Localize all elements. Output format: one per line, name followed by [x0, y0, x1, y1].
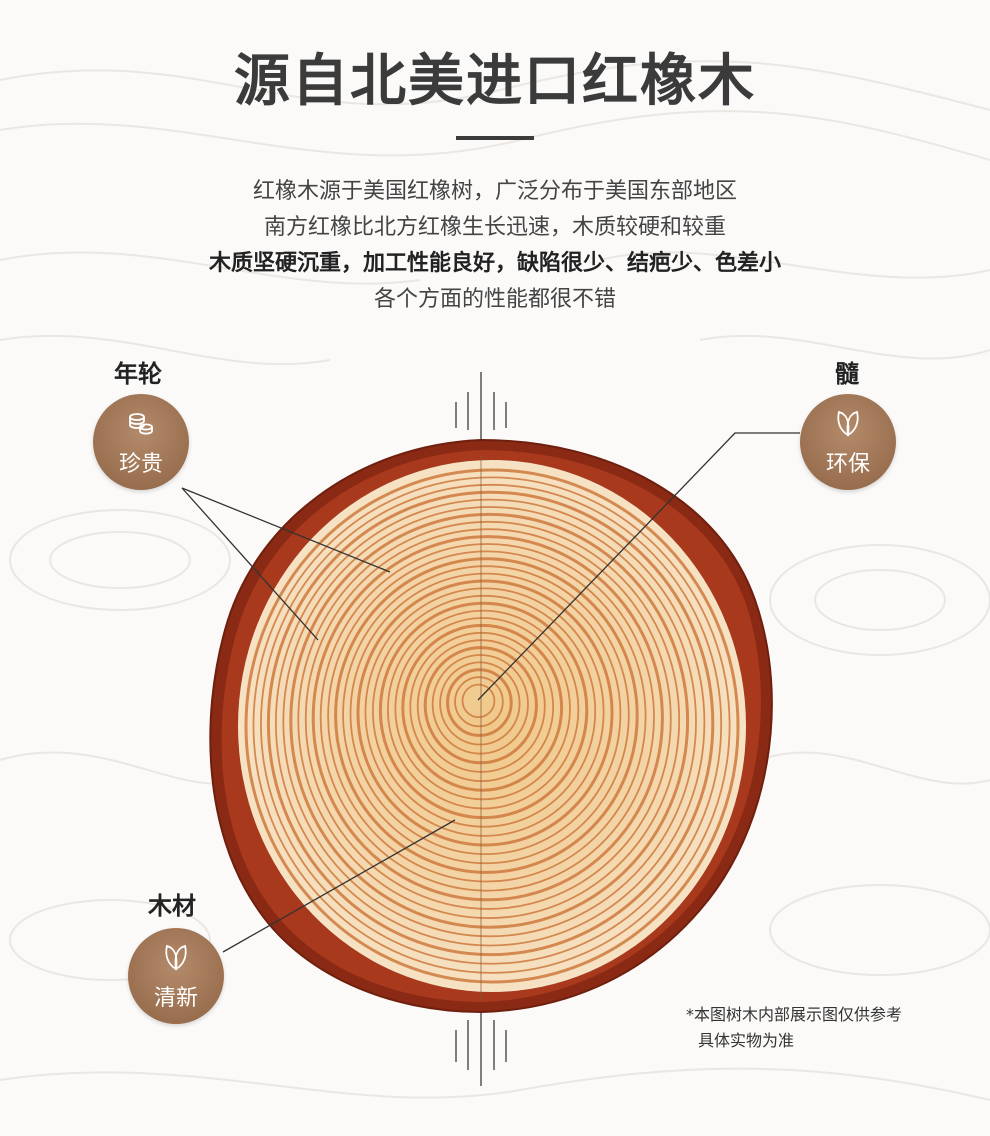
title-divider	[456, 136, 534, 140]
coins-icon	[129, 413, 153, 435]
growth-ring	[304, 528, 672, 910]
growth-ring	[327, 550, 647, 883]
rings-label: 年轮	[114, 360, 162, 388]
decor-lines-top	[455, 372, 507, 440]
description-line-4: 各个方面的性能都很不错	[373, 287, 616, 312]
growth-ring	[311, 535, 664, 902]
growth-ring	[274, 498, 706, 947]
pith-badge-text: 环保	[825, 452, 870, 477]
growth-ring	[342, 565, 630, 865]
growth-ring	[446, 668, 513, 737]
wood-badge: 清新	[128, 928, 224, 1024]
pith-label: 髓	[835, 360, 859, 388]
disclaimer-line-2: 具体实物为准	[698, 1031, 795, 1050]
growth-rings	[244, 468, 740, 984]
description-line-1: 红橡木源于美国红橡树，广泛分布于美国东部地区	[252, 179, 737, 204]
growth-ring	[266, 490, 715, 957]
growth-ring	[461, 683, 496, 719]
growth-ring	[334, 557, 639, 874]
page-title: 源自北美进口红橡木	[234, 49, 756, 114]
growth-ring	[289, 512, 690, 929]
growth-ring	[349, 572, 622, 856]
growth-ring	[386, 609, 580, 810]
growth-ring	[282, 506, 697, 938]
growth-ring	[431, 654, 529, 755]
growth-ring	[252, 476, 731, 974]
growth-ring	[394, 617, 571, 801]
rings-badge-text: 珍贵	[118, 452, 163, 477]
growth-ring	[409, 631, 555, 782]
growth-ring	[319, 543, 655, 892]
growth-ring	[260, 483, 723, 965]
disclaimer-line-1: *本图树木内部展示图仅供参考	[686, 1005, 903, 1024]
growth-ring	[356, 579, 614, 847]
description-line-2: 南方红橡比北方红橡生长迅速，木质较硬和较重	[263, 215, 726, 240]
callout-pointer-lines	[181, 432, 800, 953]
wood-badge-text: 清新	[153, 986, 198, 1011]
rings-badge: 珍贵	[93, 394, 189, 490]
growth-ring	[454, 676, 504, 728]
decor-lines-bottom	[455, 1010, 507, 1086]
description-line-3: 木质坚硬沉重，加工性能良好，缺陷很少、结疤少、色差小	[208, 251, 781, 276]
leaf-icon	[837, 410, 859, 437]
growth-ring	[244, 468, 740, 984]
disclaimer-note: *本图树木内部展示图仅供参考 具体实物为准	[686, 1002, 902, 1054]
growth-ring	[378, 601, 589, 820]
leaf-icon	[165, 944, 187, 971]
growth-ring	[372, 594, 597, 828]
growth-ring	[401, 623, 564, 792]
growth-ring	[297, 520, 681, 919]
pith-badge: 环保	[800, 394, 896, 490]
growth-ring	[364, 587, 605, 837]
wood-label: 木材	[148, 892, 196, 920]
growth-ring	[439, 661, 521, 746]
